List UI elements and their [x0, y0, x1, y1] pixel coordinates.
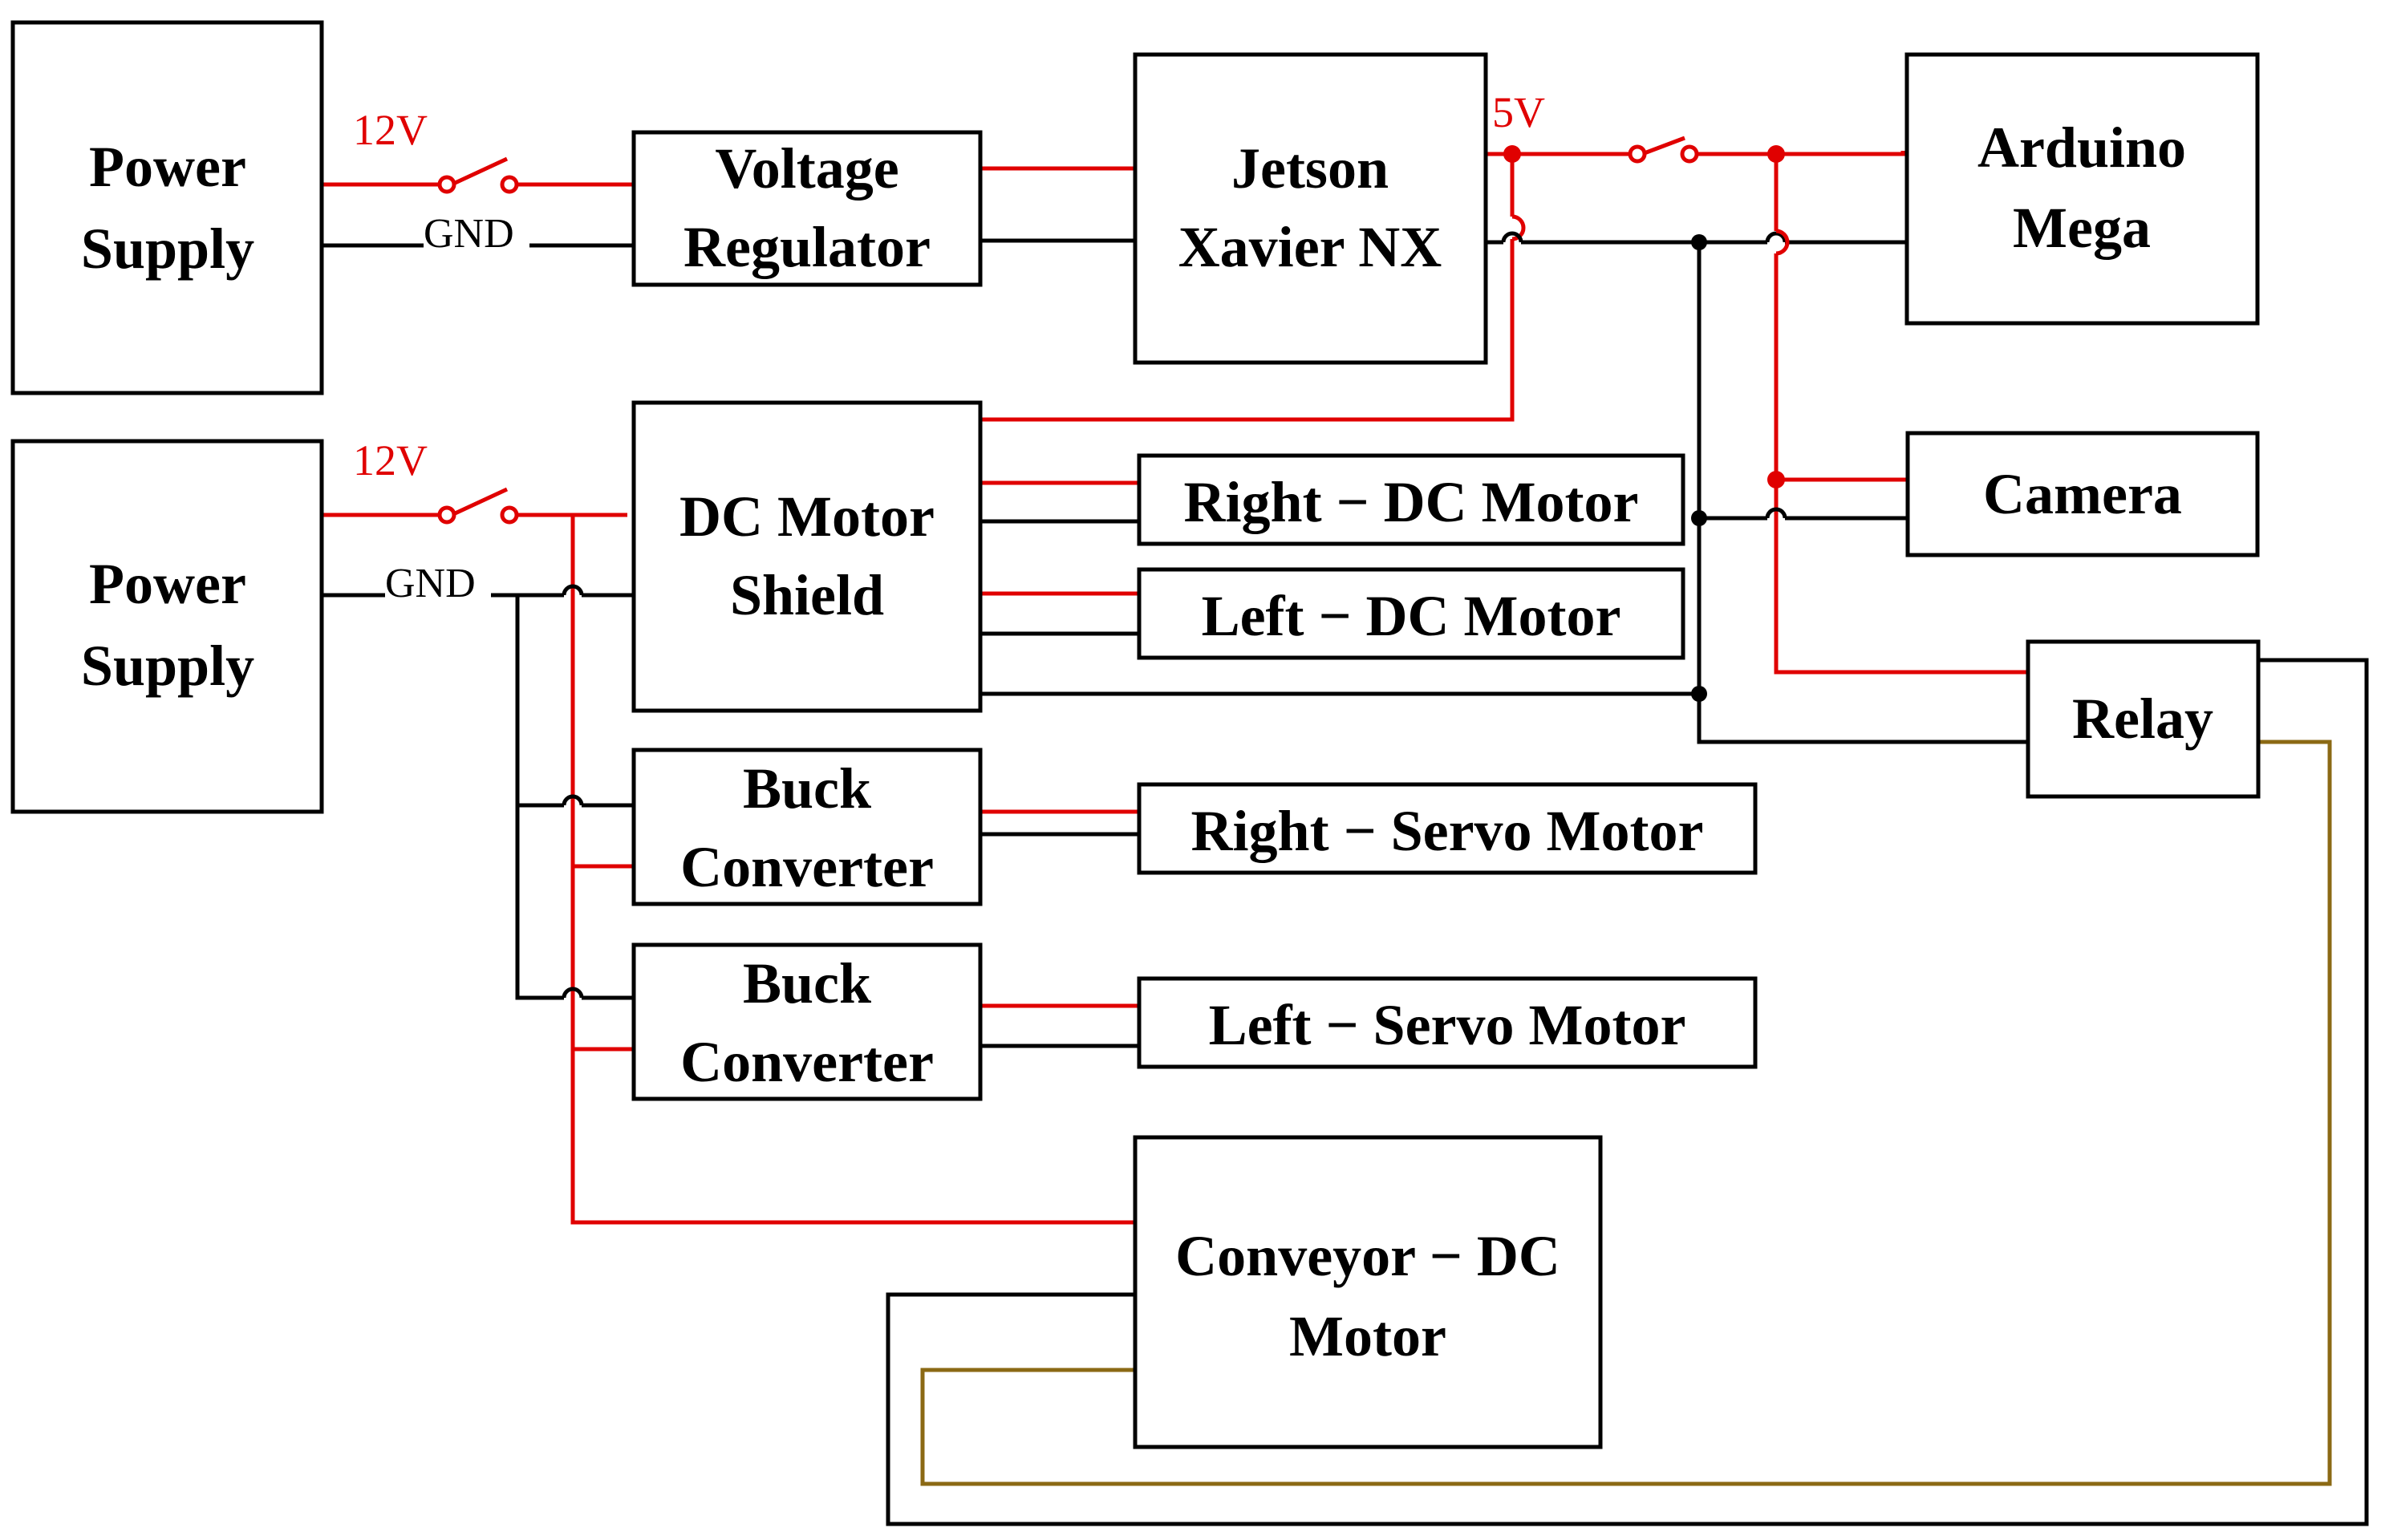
- left-servo-motor-label: Left − Servo Motor: [1209, 993, 1686, 1057]
- switch-bottom: [437, 505, 519, 525]
- label-12v-top: 12V: [353, 106, 428, 154]
- relay-label: Relay: [2072, 687, 2213, 751]
- buck-converter-2-line1: Buck: [743, 951, 871, 1015]
- arduino-line1: Arduino: [1977, 116, 2186, 180]
- label-12v-bottom: 12V: [353, 436, 428, 484]
- buck-converter-2: Buck Converter: [631, 942, 983, 1101]
- label-5v: 5V: [1492, 88, 1545, 136]
- arduino-mega: Arduino Mega: [1904, 52, 2260, 326]
- right-dc-motor-label: Right − DC Motor: [1184, 470, 1639, 534]
- label-gnd-top: GND: [424, 211, 514, 257]
- switch-5v: [1628, 144, 1699, 164]
- jetson-xavier-nx: Jetson Xavier NX: [1133, 52, 1488, 365]
- camera: Camera: [1905, 431, 2260, 557]
- power-supply-top-line2: Supply: [81, 217, 254, 281]
- right-dc-motor: Right − DC Motor: [1137, 453, 1685, 546]
- switch-top: [437, 175, 519, 194]
- dc-motor-shield-line2: Shield: [730, 563, 884, 627]
- voltage-regulator-line2: Regulator: [683, 215, 931, 279]
- conveyor-dc-motor: Conveyor − DC Motor: [1133, 1135, 1603, 1449]
- buck-converter-1-line1: Buck: [743, 756, 871, 821]
- voltage-regulator: Voltage Regulator: [631, 130, 983, 287]
- power-supply-top-line1: Power: [89, 135, 246, 199]
- junction-dots: [1503, 145, 1785, 702]
- left-dc-motor: Left − DC Motor: [1137, 567, 1685, 660]
- buck-converter-1: Buck Converter: [631, 748, 983, 906]
- power-wires: [321, 136, 2028, 1225]
- jetson-line2: Xavier NX: [1178, 215, 1442, 279]
- buck-converter-2-line2: Converter: [680, 1030, 934, 1094]
- relay-wire: [920, 740, 2332, 1486]
- conveyor-line2: Motor: [1289, 1304, 1446, 1368]
- left-dc-motor-label: Left − DC Motor: [1202, 584, 1621, 648]
- power-supply-top: Power Supply: [10, 20, 324, 395]
- dc-motor-shield: DC Motor Shield: [631, 400, 983, 713]
- label-gnd-bottom: GND: [385, 561, 476, 606]
- wire-crossovers: [562, 214, 1790, 999]
- power-supply-bottom-line1: Power: [89, 552, 246, 616]
- voltage-regulator-line1: Voltage: [715, 136, 898, 201]
- ground-wires: [321, 238, 2369, 1526]
- dc-motor-shield-line1: DC Motor: [679, 484, 935, 549]
- power-supply-bottom-line2: Supply: [81, 634, 254, 698]
- right-servo-motor-label: Right − Servo Motor: [1191, 799, 1704, 863]
- buck-converter-1-line2: Converter: [680, 835, 934, 899]
- power-supply-bottom: Power Supply: [10, 439, 324, 814]
- relay: Relay: [2026, 639, 2261, 799]
- jetson-line1: Jetson: [1231, 136, 1389, 201]
- conveyor-line1: Conveyor − DC: [1175, 1224, 1560, 1288]
- left-servo-motor: Left − Servo Motor: [1137, 976, 1758, 1069]
- right-servo-motor: Right − Servo Motor: [1137, 782, 1758, 875]
- arduino-line2: Mega: [2013, 196, 2151, 260]
- camera-label: Camera: [1983, 462, 2182, 526]
